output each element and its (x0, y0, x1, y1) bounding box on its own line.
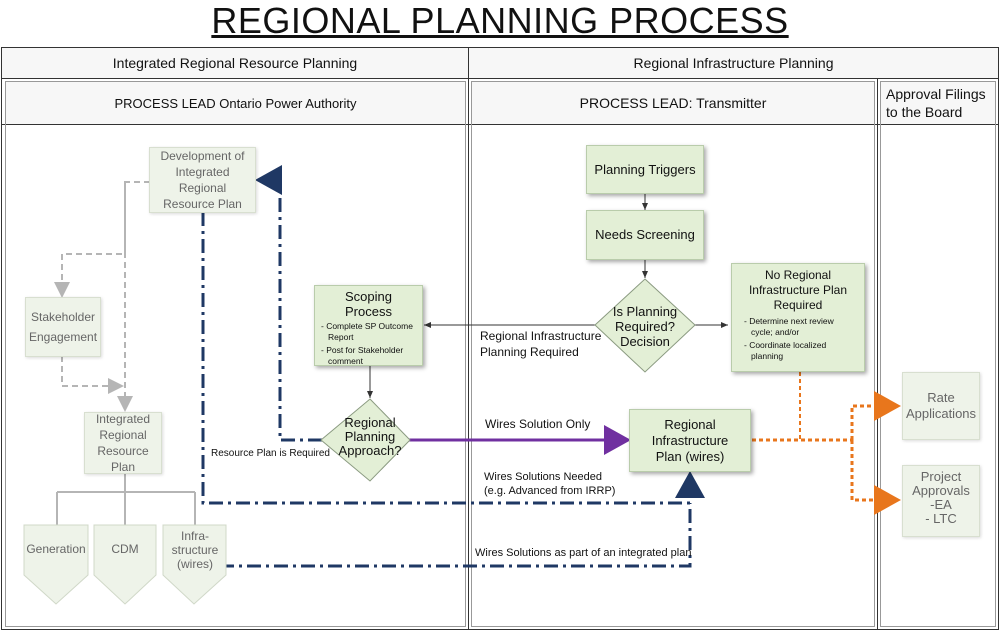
rate-applications-node: Rate Applications (902, 372, 980, 440)
no-regional-item: - Determine next review cycle; and/or (744, 316, 834, 337)
scoping-process-node: Scoping Process - Complete SP Outcome Re… (314, 285, 423, 366)
project-approvals-item: - LTC (925, 511, 957, 526)
needs-screening-node: Needs Screening (586, 210, 704, 260)
label-wires-needed-sub: (e.g. Advanced from IRRP) (484, 485, 616, 497)
output-shapes (23, 524, 227, 605)
label-wires-needed-main: Wires Solutions Needed (484, 471, 603, 483)
scoping-items: - Complete SP Outcome Report - Post for … (321, 321, 416, 367)
cdm-label: CDM (111, 542, 139, 556)
rip-header: Regional Infrastructure Planning (469, 48, 998, 78)
project-approvals-title: Project Approvals (912, 469, 970, 498)
regional-approach-text: Regional Planning Approach? (338, 415, 402, 458)
lead-transmitter: PROCESS LEAD: Transmitter (472, 82, 874, 124)
no-regional-items: - Determine next review cycle; and/or - … (744, 316, 852, 362)
rip-wires-node: Regional Infrastructure Plan (wires) (629, 409, 751, 472)
infrastructure-shape (162, 524, 227, 605)
project-approvals-item: -EA (930, 497, 952, 512)
label-rip-required: Regional Infrastructure Planning Require… (480, 329, 602, 359)
no-regional-plan-node: No Regional Infrastructure Plan Required… (731, 263, 865, 372)
stakeholder-node: Stakeholder Engagement (25, 297, 101, 357)
label-wires-integrated: Wires Solutions as part of an integrated… (475, 547, 692, 559)
is-planning-required-text: Is Planning Required? Decision (612, 304, 678, 349)
label-wires-only: Wires Solution Only (485, 417, 591, 431)
lead-opa: PROCESS LEAD Ontario Power Authority (6, 82, 465, 124)
scoping-item: - Post for Stakeholder comment (321, 345, 404, 366)
page-title: REGIONAL PLANNING PROCESS (211, 0, 789, 41)
no-regional-item: - Coordinate localized planning (744, 340, 827, 361)
approval-header: Approval Filings to the Board (881, 82, 995, 124)
no-regional-title: No Regional Infrastructure Plan Required (748, 268, 848, 312)
label-resource-plan-required: Resource Plan is Required (211, 448, 330, 459)
irrp-node: Integrated Regional Resource Plan (84, 412, 162, 474)
cdm-shape (93, 524, 157, 605)
scoping-title: Scoping Process (345, 289, 392, 319)
planning-triggers-node: Planning Triggers (586, 145, 704, 194)
infrastructure-label: Infra-structure (wires) (171, 529, 219, 571)
generation-label: Generation (26, 542, 86, 556)
irrp-header: Integrated Regional Resource Planning (2, 48, 468, 78)
regional-approach-diamond (320, 398, 411, 482)
scoping-item: - Complete SP Outcome Report (321, 321, 413, 342)
label-wires-needed: Wires Solutions Needed (e.g. Advanced fr… (484, 470, 615, 498)
generation-shape (23, 524, 89, 605)
development-node: Development of Integrated Regional Resou… (149, 147, 256, 213)
project-approvals-node: Project Approvals -EA - LTC (902, 465, 980, 537)
is-planning-required-diamond (594, 278, 696, 373)
